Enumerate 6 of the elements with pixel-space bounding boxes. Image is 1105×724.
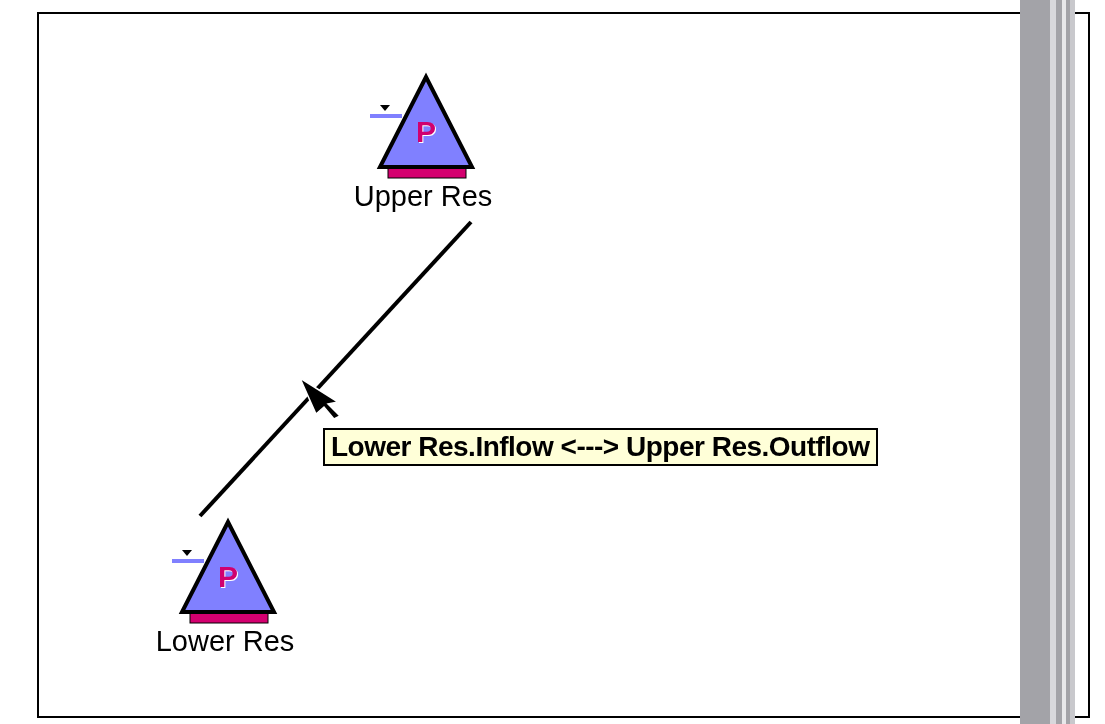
node-label: Upper Res	[352, 182, 494, 211]
reservoir-letter: P	[218, 562, 238, 592]
tooltip: Lower Res.Inflow <---> Upper Res.Outflow	[323, 428, 878, 466]
reservoir-letter: P	[416, 117, 436, 147]
connector-line	[198, 220, 473, 518]
node-label: Lower Res	[154, 627, 296, 656]
